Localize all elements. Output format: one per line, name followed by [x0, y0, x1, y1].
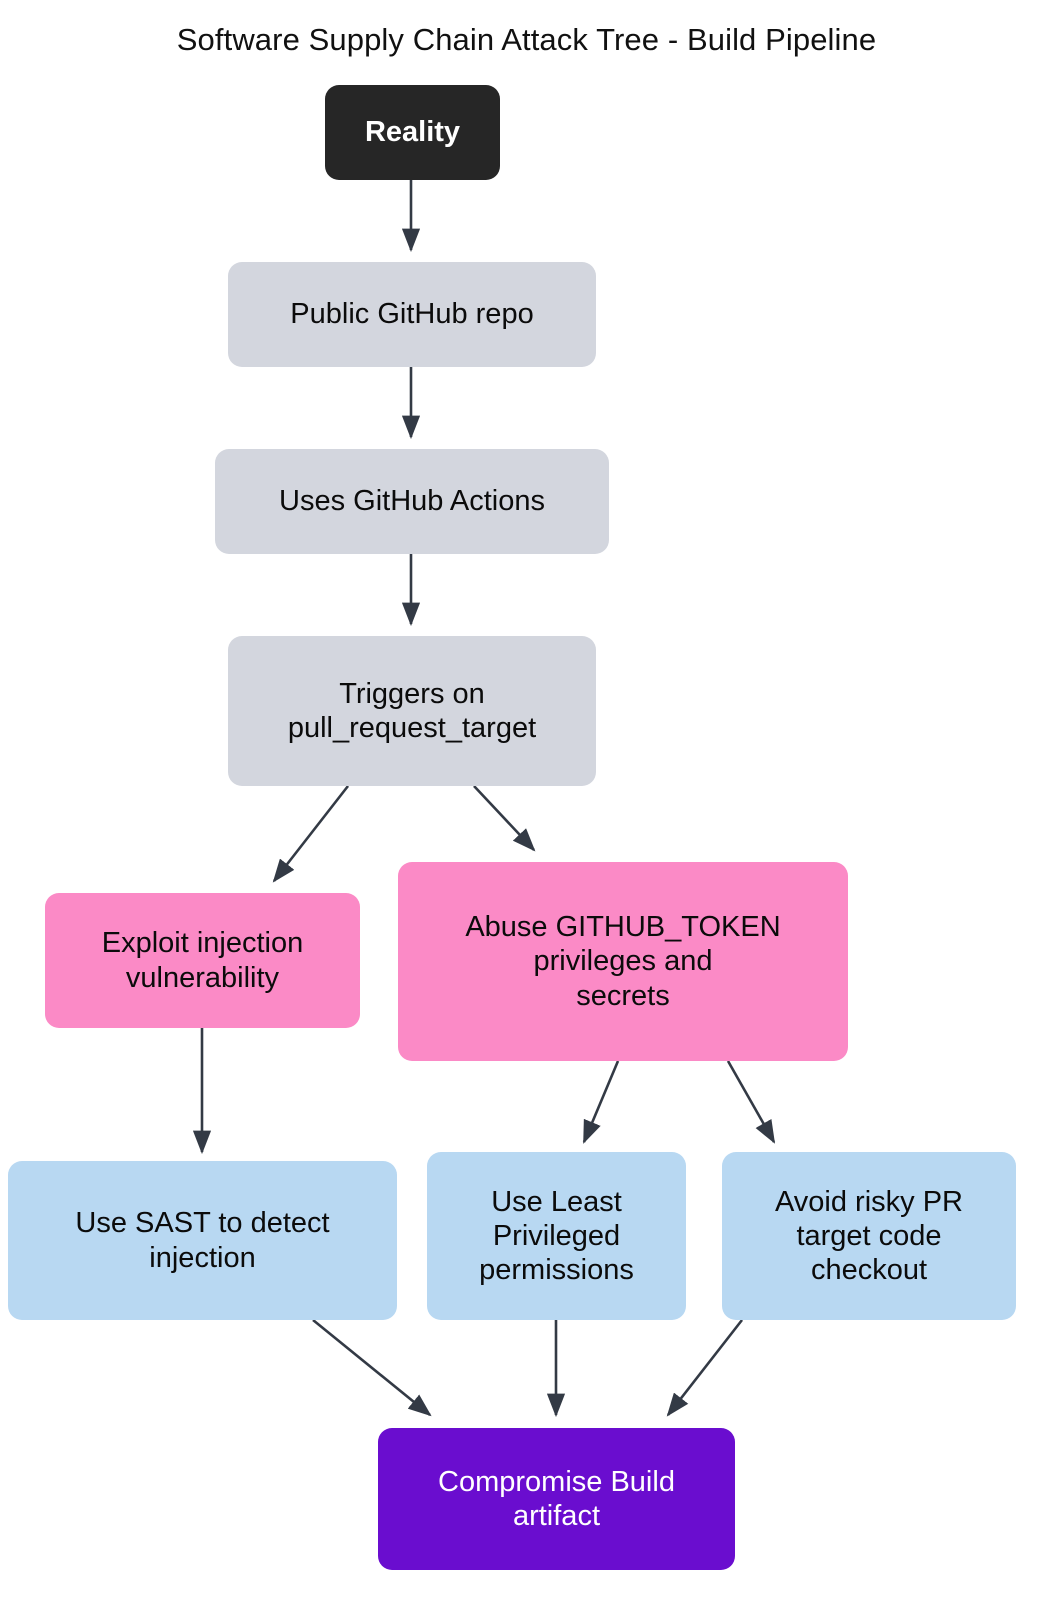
page-title: Software Supply Chain Attack Tree - Buil… [176, 22, 877, 57]
edge-trigger-token [473, 785, 536, 852]
node-triggers-on-pull-request-target[interactable]: Triggers on pull_request_target [228, 636, 596, 786]
node-abuse-github-token[interactable]: Abuse GITHUB_TOKEN privileges and secret… [398, 862, 848, 1061]
node-exploit-injection-vulnerability[interactable]: Exploit injection vulnerability [45, 893, 360, 1028]
edge-token-leastpriv [582, 1060, 620, 1144]
node-use-sast-to-detect-injection[interactable]: Use SAST to detect injection [8, 1161, 397, 1320]
node-uses-github-actions[interactable]: Uses GitHub Actions [215, 449, 609, 554]
edge-sast-compromise [312, 1318, 432, 1417]
node-public-github-repo[interactable]: Public GitHub repo [228, 262, 596, 367]
edge-trigger-injection [272, 785, 350, 883]
edge-token-checkout [726, 1060, 776, 1144]
node-use-least-privileged-permissions[interactable]: Use Least Privileged permissions [427, 1152, 686, 1320]
node-reality[interactable]: Reality [325, 85, 500, 180]
node-avoid-risky-pr-target-code-checkout[interactable]: Avoid risky PR target code checkout [722, 1152, 1016, 1320]
node-compromise-build-artifact[interactable]: Compromise Build artifact [378, 1428, 735, 1570]
edge-checkout-compromise [666, 1319, 744, 1417]
